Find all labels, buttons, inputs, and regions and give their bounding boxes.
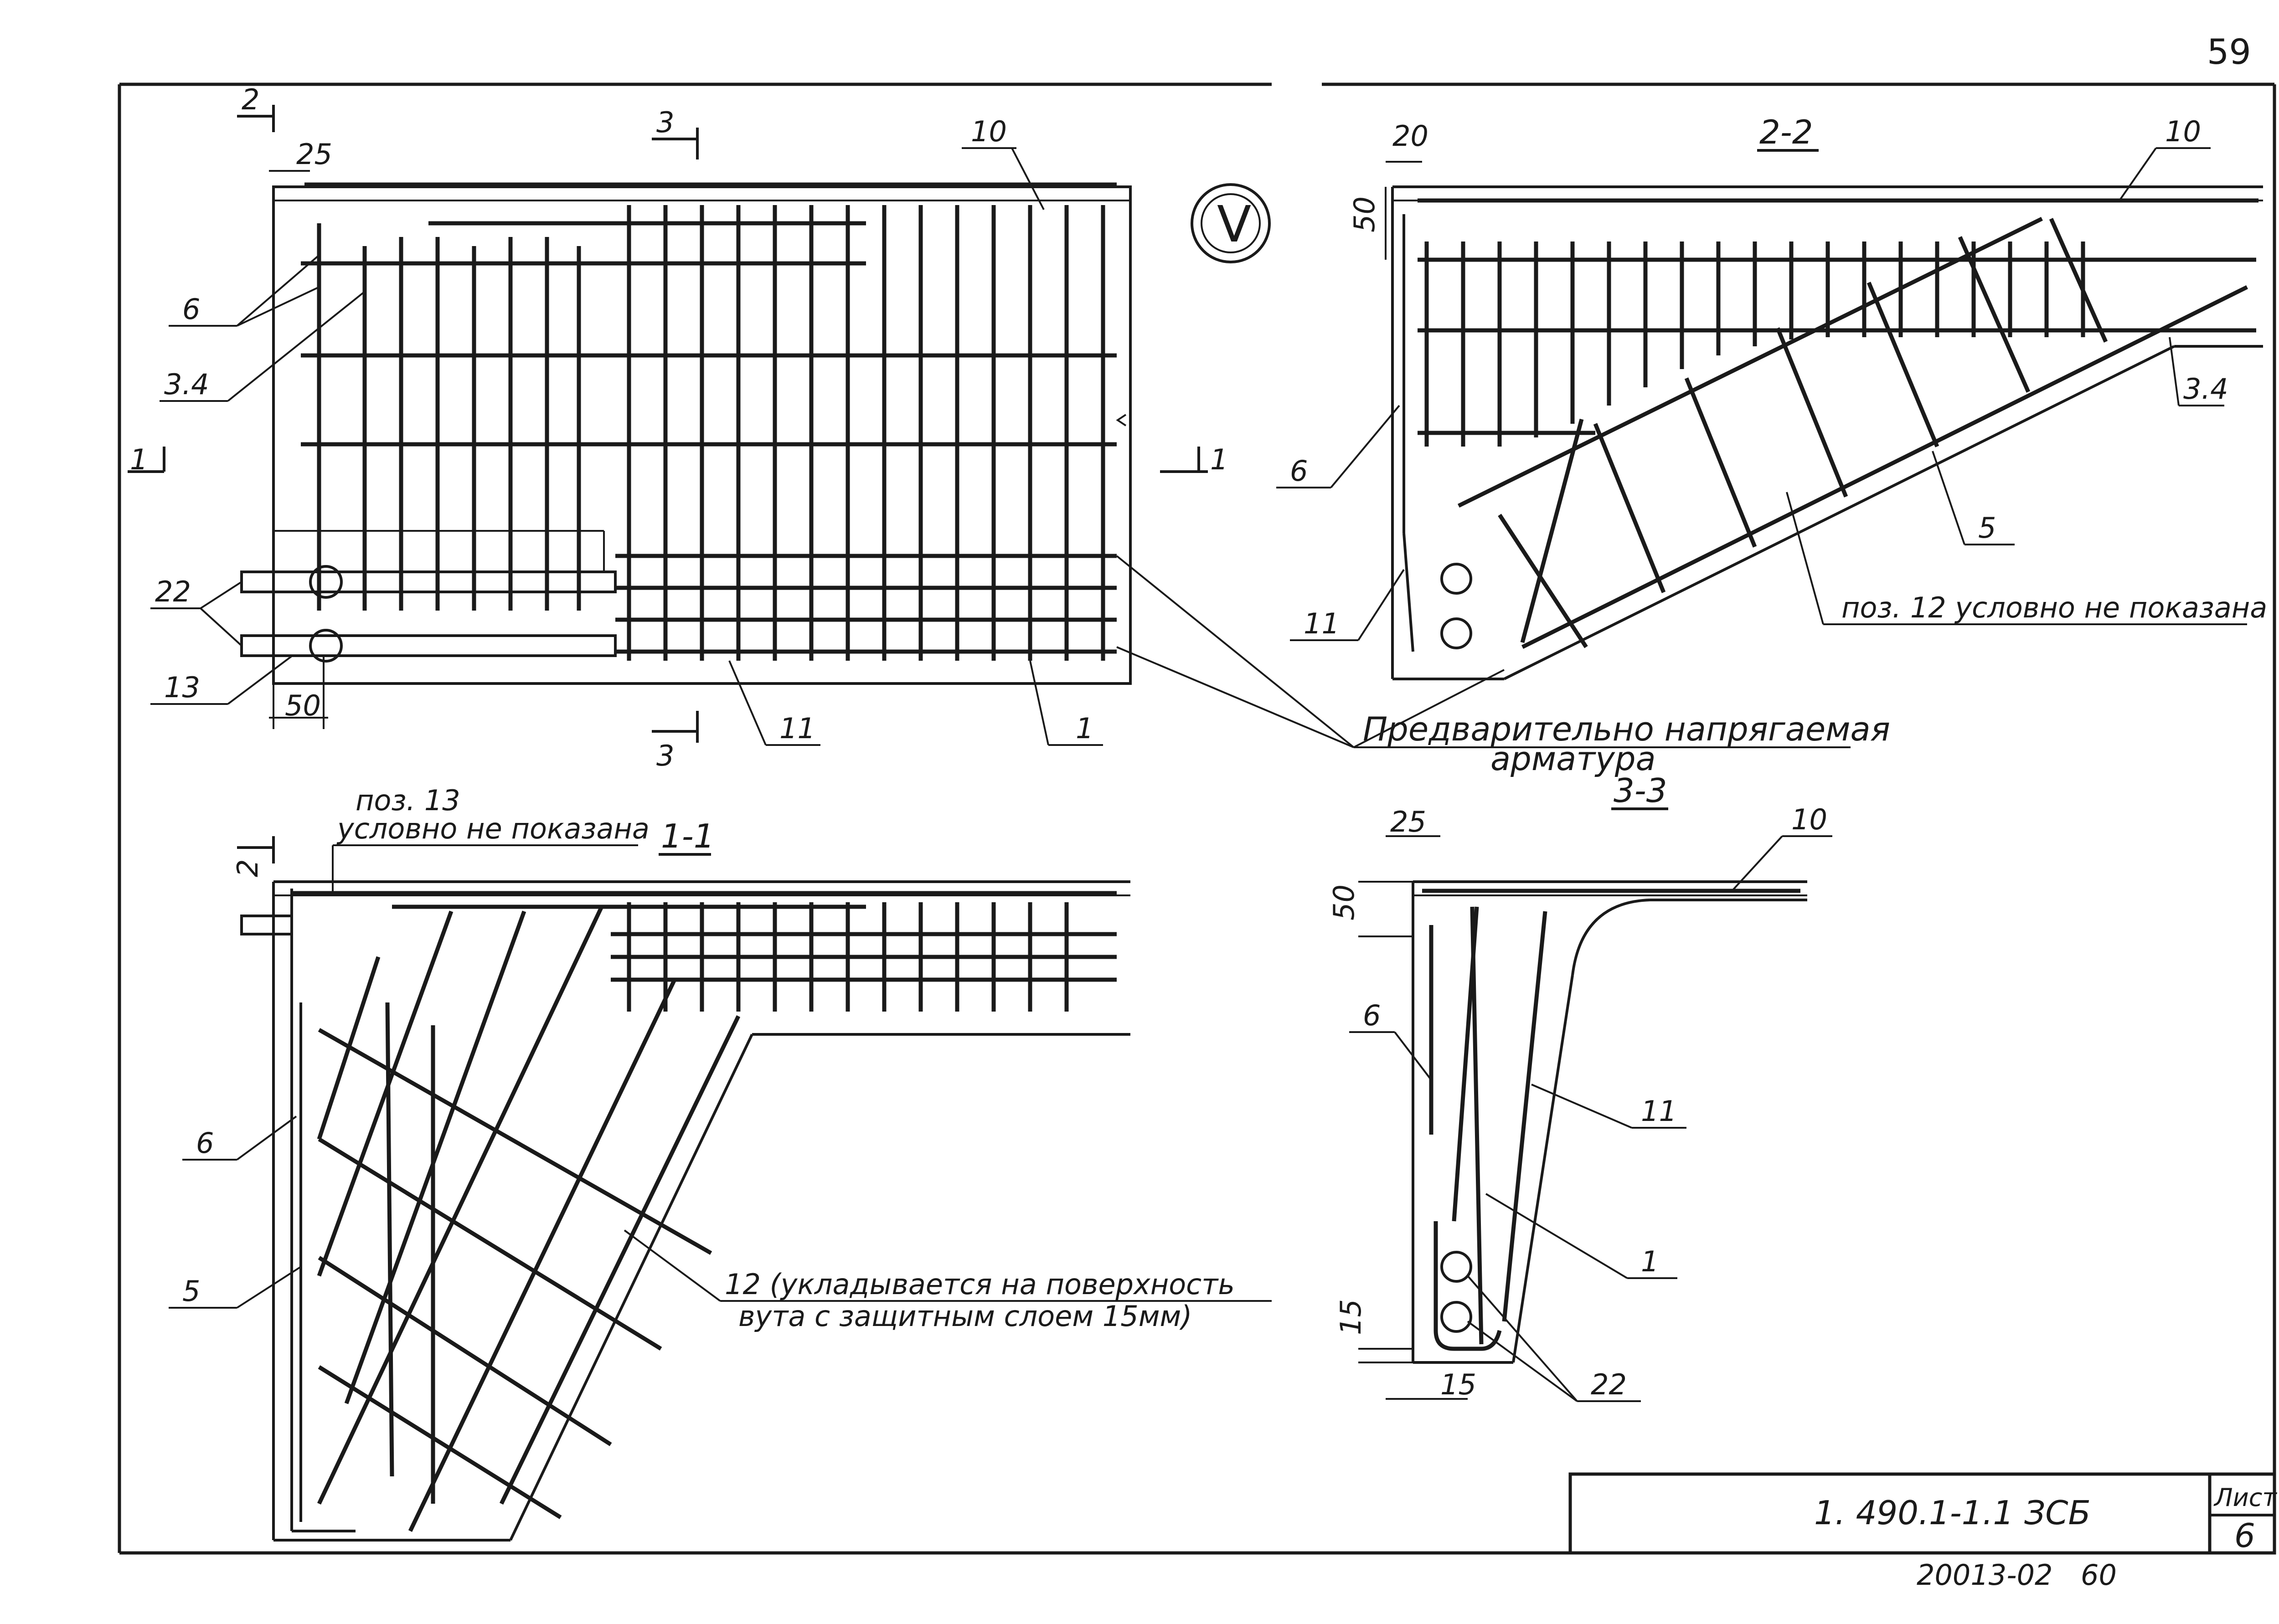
plan-dim-25: 25 bbox=[296, 138, 332, 171]
title-block: 1. 490.1-1.1 ЗСБ Лист 6 bbox=[1568, 1472, 2277, 1555]
section-3-3: 3-3 25 50 15 15 10 6 11 1 bbox=[1327, 771, 1832, 1402]
prestressed-note: Предварительно напрягаемая арматура bbox=[1116, 555, 1890, 778]
section-3-3-dim-25: 25 bbox=[1390, 805, 1426, 838]
plan-callout-1: 1 bbox=[1076, 712, 1093, 745]
section-3-3-callout-10: 10 bbox=[1791, 803, 1827, 836]
section-1-1-pos12-line2: вута с защитным слоем 15мм) bbox=[738, 1300, 1192, 1333]
section-1-1: поз. 13 условно не показана 1-1 2 bbox=[169, 784, 1272, 1542]
section-2-2-callout-3-4: 3.4 bbox=[2183, 372, 2228, 406]
section-3-3-callout-11: 11 bbox=[1641, 1095, 1677, 1128]
section-1-1-mark-2: 2 bbox=[231, 859, 264, 877]
plan-callout-13: 13 bbox=[164, 671, 200, 704]
section-1-1-note-line1: поз. 13 bbox=[356, 784, 460, 817]
section-2-2-callout-10: 10 bbox=[2165, 115, 2201, 148]
section-3-3-title: 3-3 bbox=[1614, 771, 1667, 810]
grade-mark: V bbox=[1191, 183, 1271, 263]
section-2-2-note: поз. 12 условно не показана bbox=[1841, 591, 2267, 624]
plan-view: 2 3 3 1 1 25 50 10 6 3.4 22 13 bbox=[128, 83, 1228, 772]
section-3-3-dim-15-vertical: 15 bbox=[1334, 1299, 1367, 1335]
plan-callout-3-4: 3.4 bbox=[164, 368, 209, 401]
prestressed-note-line2: арматура bbox=[1490, 740, 1656, 778]
page-number: 59 bbox=[2207, 31, 2251, 72]
archive-suffix: 60 bbox=[2081, 1558, 2117, 1592]
section-2-2-callout-5: 5 bbox=[1978, 511, 1996, 545]
sheet-label: Лист bbox=[2213, 1483, 2277, 1512]
plan-callout-6: 6 bbox=[182, 293, 200, 326]
section-2-2-title: 2-2 bbox=[1759, 113, 1813, 151]
section-1-1-note-line2: условно не показана bbox=[336, 812, 650, 845]
plan-callout-22: 22 bbox=[155, 575, 191, 608]
section-2-2-dim-20: 20 bbox=[1392, 119, 1428, 153]
section-3-3-callout-6: 6 bbox=[1363, 999, 1381, 1032]
plan-callout-10: 10 bbox=[971, 115, 1007, 148]
section-1-1-pos12-line1: 12 (укладывается на поверхность bbox=[725, 1268, 1235, 1301]
section-3-3-callout-22: 22 bbox=[1591, 1368, 1627, 1401]
plan-section-mark-1-right: 1 bbox=[1210, 443, 1228, 476]
plan-dim-50: 50 bbox=[285, 689, 321, 722]
drawing-designation: 1. 490.1-1.1 ЗСБ bbox=[1814, 1494, 2091, 1532]
section-1-1-callout-5: 5 bbox=[182, 1275, 200, 1308]
plan-callout-11: 11 bbox=[779, 712, 815, 745]
section-3-3-dim-15-horizontal: 15 bbox=[1440, 1368, 1476, 1401]
section-1-1-title: 1-1 bbox=[661, 817, 715, 855]
plan-section-mark-3-top: 3 bbox=[656, 106, 674, 139]
archive-code: 20013-02 bbox=[1917, 1558, 2053, 1592]
section-2-2-dim-50: 50 bbox=[1348, 196, 1381, 232]
plan-section-mark-2: 2 bbox=[242, 83, 259, 116]
section-3-3-dim-50: 50 bbox=[1327, 884, 1361, 920]
section-2-2-callout-6: 6 bbox=[1290, 454, 1308, 488]
plan-section-mark-3-bottom: 3 bbox=[656, 739, 674, 772]
section-2-2: 2-2 bbox=[1276, 113, 2267, 680]
section-1-1-callout-6: 6 bbox=[196, 1126, 214, 1160]
section-3-3-callout-1: 1 bbox=[1641, 1245, 1659, 1278]
sheet-number: 6 bbox=[2234, 1516, 2255, 1555]
prestressed-note-line1: Предварительно напрягаемая bbox=[1363, 710, 1890, 748]
grade-mark-letter: V bbox=[1217, 195, 1251, 253]
section-2-2-callout-11: 11 bbox=[1304, 607, 1340, 640]
plan-section-mark-1-left: 1 bbox=[130, 443, 148, 476]
